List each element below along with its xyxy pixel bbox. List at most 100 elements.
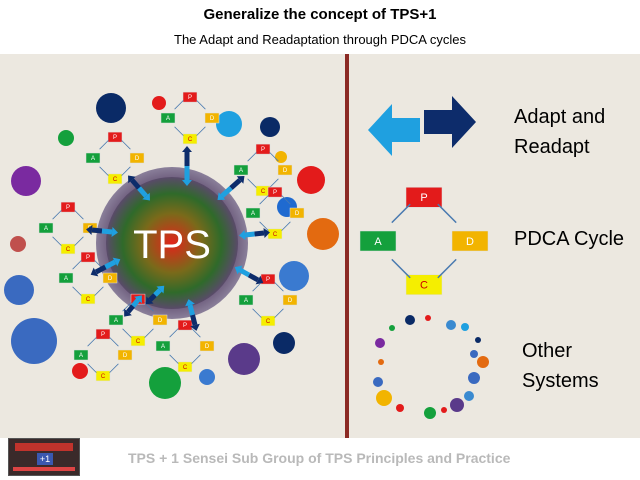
- panel-divider: [345, 54, 349, 438]
- pdca-box-p: [95, 328, 111, 340]
- pdca-box-c: [405, 274, 443, 295]
- pdca-arrow: [99, 140, 109, 150]
- tps-label: TPS: [133, 223, 211, 267]
- pdca-cycle: PDCA: [233, 143, 293, 197]
- pdca-letter-p: P: [113, 135, 117, 141]
- pdca-box-a: [245, 207, 261, 219]
- other-system-dot: [378, 359, 384, 365]
- pdca-cycle: PDCA: [85, 131, 145, 185]
- arrow-dark-head: [145, 296, 154, 305]
- arrow-light-head: [217, 192, 226, 200]
- slide-title: Generalize the concept of TPS+1: [203, 6, 437, 23]
- pdca-arrow: [196, 126, 206, 136]
- pdca-arrow: [169, 328, 179, 338]
- pdca-letter-p: P: [188, 95, 192, 101]
- other-system-dot: [470, 350, 478, 358]
- pdca-arrow: [437, 203, 457, 224]
- arrow-dark: [91, 227, 103, 234]
- pdca-cycle: PDCA: [359, 187, 489, 295]
- decor-circle: [275, 151, 287, 163]
- legend-other-line1: Other: [522, 340, 573, 362]
- pdca-arrow: [109, 337, 119, 347]
- pdca-arrow: [99, 166, 109, 176]
- pdca-box-p: [267, 186, 283, 198]
- pdca-arrow: [252, 282, 262, 292]
- pdca-letter-d: D: [108, 276, 113, 282]
- arrow-dark: [148, 293, 157, 302]
- pdca-box-c: [107, 173, 123, 185]
- pdca-letter-p: P: [86, 255, 90, 261]
- arrow-light: [238, 267, 251, 278]
- other-system-dot: [396, 404, 404, 412]
- arrow-light-head: [142, 192, 150, 201]
- arrow-light-head: [134, 295, 142, 304]
- pdca-box-a: [108, 314, 124, 326]
- pdca-letter-c: C: [420, 280, 428, 292]
- decor-circle: [10, 236, 26, 252]
- legend-pdca-label: PDCA Cycle: [514, 228, 625, 250]
- pdca-arrow: [52, 236, 62, 246]
- pdca-box-d: [129, 152, 145, 164]
- pdca-arrow: [437, 258, 457, 279]
- other-system-dot: [441, 407, 447, 413]
- pdca-letter-a: A: [239, 168, 243, 174]
- decor-circle: [4, 275, 34, 305]
- pdca-arrow: [247, 178, 257, 188]
- decor-circle: [72, 363, 88, 379]
- pdca-arrow: [391, 258, 411, 279]
- pdca-box-p: [60, 201, 76, 213]
- pdca-letter-a: A: [244, 298, 248, 304]
- pdca-arrow: [144, 328, 154, 338]
- logo-plus-one: +1: [37, 453, 53, 465]
- pdca-letter-a: A: [44, 226, 48, 232]
- pdca-arrow: [87, 363, 97, 373]
- pdca-letter-a: A: [91, 156, 95, 162]
- arrow-light-head: [239, 230, 246, 240]
- arrow-dark: [254, 230, 265, 237]
- arrow-dark-head: [90, 267, 99, 277]
- pdca-box-c: [95, 370, 111, 382]
- arrow-dark: [247, 272, 260, 283]
- decor-circle: [260, 117, 280, 137]
- arrow-dark: [190, 314, 198, 326]
- pdca-box-d: [152, 314, 168, 326]
- arrow-light: [131, 298, 140, 308]
- pdca-arrow: [74, 236, 84, 246]
- arrow-dark-head: [255, 275, 264, 285]
- pdca-box-a: [85, 152, 101, 164]
- pdca-letter-d: D: [283, 168, 288, 174]
- pdca-arrow: [122, 302, 132, 312]
- pdca-letter-a: A: [79, 353, 83, 359]
- pdca-letter-p: P: [420, 192, 427, 204]
- pdca-letter-a: A: [161, 344, 165, 350]
- other-system-dot: [475, 337, 481, 343]
- other-system-dot: [464, 391, 474, 401]
- legend-adapt-line1: Adapt and: [514, 106, 606, 128]
- other-system-dot: [468, 372, 480, 384]
- arrow-light-head: [111, 227, 118, 237]
- arrow-light-head: [182, 180, 192, 186]
- pdca-arrow: [121, 166, 131, 176]
- decor-circle: [279, 261, 309, 291]
- pdca-box-d: [282, 294, 298, 306]
- pdca-box-d: [117, 349, 133, 361]
- pdca-arrow: [109, 363, 119, 373]
- arrow-light: [244, 231, 255, 238]
- pdca-box-a: [155, 340, 171, 352]
- footer-bar: [0, 438, 640, 480]
- pdca-letter-p: P: [266, 277, 270, 283]
- pdca-arrow: [281, 221, 291, 231]
- pdca-arrow: [94, 286, 104, 296]
- other-system-dot: [389, 325, 395, 331]
- other-system-dot: [424, 407, 436, 419]
- pdca-box-c: [130, 335, 146, 347]
- pdca-letter-c: C: [113, 177, 118, 183]
- pdca-letter-d: D: [210, 116, 215, 122]
- pdca-arrow: [274, 308, 284, 318]
- pdca-box-d: [204, 112, 220, 124]
- legend-arrow-right: [424, 96, 476, 148]
- arrow-dark-head: [86, 225, 93, 235]
- pdca-letter-p: P: [183, 323, 187, 329]
- pdca-box-d: [451, 230, 489, 252]
